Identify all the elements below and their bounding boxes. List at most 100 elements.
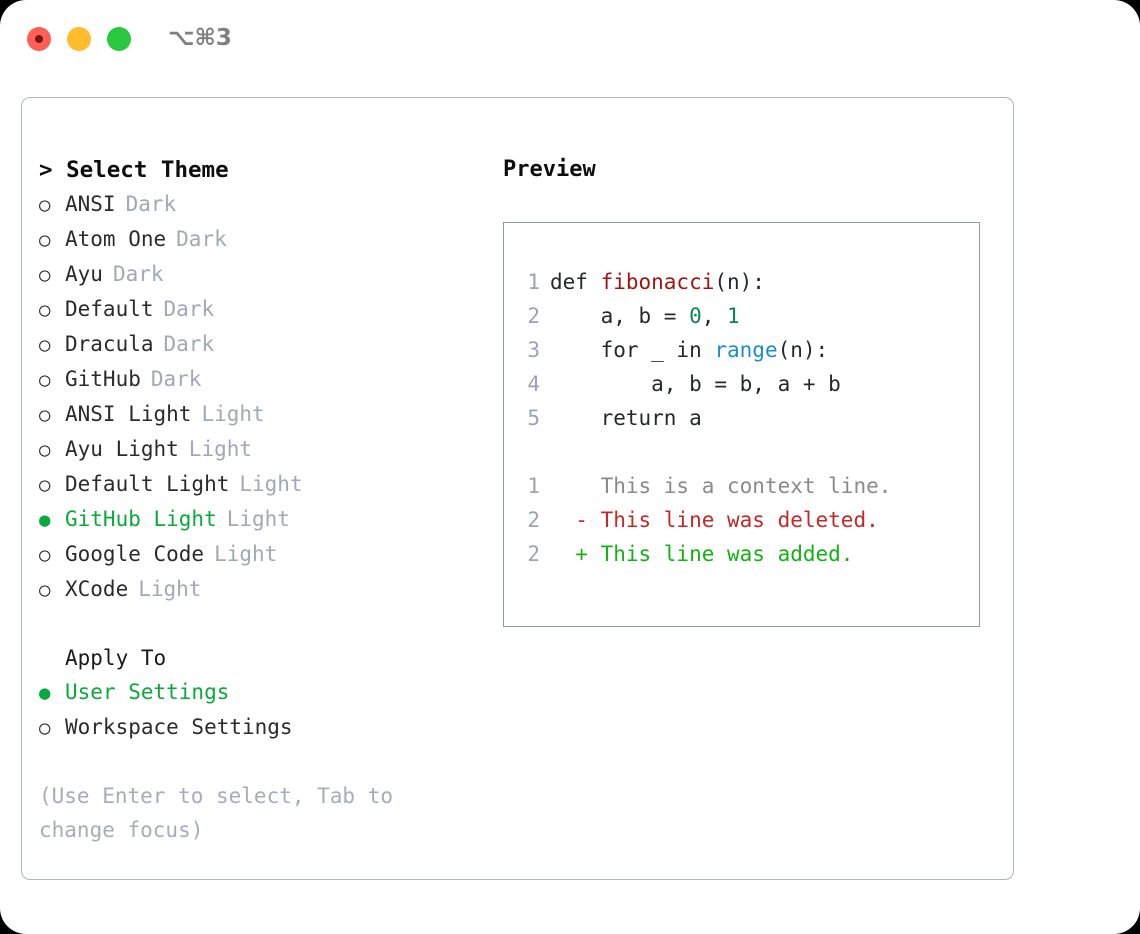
theme-variant-tag: Dark <box>163 332 215 356</box>
apply-to-list[interactable]: ● User Settings ○Workspace Settings <box>39 675 479 745</box>
theme-option-default-light[interactable]: ○ Default Light Light <box>39 467 479 502</box>
code-spacer <box>504 435 979 469</box>
radio-unselected-icon: ○ <box>39 439 51 461</box>
maximize-window-button[interactable] <box>107 27 131 51</box>
line-number: 3 <box>527 338 540 362</box>
theme-variant-tag: Light <box>188 437 253 461</box>
radio-selected-icon: ● <box>39 509 51 531</box>
line-number: 5 <box>527 406 540 430</box>
code-token-fn: fibonacci <box>600 270 715 294</box>
radio-unselected-icon: ○ <box>39 194 51 216</box>
radio-unselected-icon: ○ <box>39 334 51 356</box>
code-content: for _ in range(n): <box>550 333 829 367</box>
theme-variant-tag: Dark <box>176 227 227 251</box>
code-token-num: 0 <box>689 304 702 328</box>
code-content: return a <box>550 401 702 435</box>
theme-variant-tag: Light <box>201 402 265 426</box>
line-number: 2 <box>527 542 540 566</box>
code-content: def fibonacci(n): <box>550 265 765 299</box>
code-token-plain: def <box>550 270 601 294</box>
radio-unselected-icon: ○ <box>39 404 51 426</box>
radio-unselected-icon: ○ <box>39 264 51 286</box>
diff-line-add: 2 + This line was added. <box>504 537 979 571</box>
radio-unselected-icon: ○ <box>39 229 51 251</box>
theme-variant-tag: Light <box>239 472 303 496</box>
diff-line-del: 2 - This line was deleted. <box>504 503 979 537</box>
code-line: 4 a, b = b, a + b <box>504 367 979 401</box>
code-token-plain: return a <box>550 406 702 430</box>
theme-variant-tag: Light <box>214 542 278 566</box>
diff-text: This line was deleted. <box>600 508 879 532</box>
code-content: a, b = b, a + b <box>550 367 841 401</box>
theme-option-label: GitHub Light <box>65 507 217 531</box>
diff-marker: + <box>550 542 601 566</box>
theme-option-label: Ayu Light <box>65 437 179 461</box>
code-token-num: 1 <box>727 304 740 328</box>
line-number: 1 <box>527 474 540 498</box>
diff-line-ctx: 1 This is a context line. <box>504 469 979 503</box>
radio-unselected-icon: ○ <box>39 579 51 601</box>
radio-selected-icon: ● <box>39 682 51 704</box>
theme-option-ansi-light[interactable]: ○ ANSI Light Light <box>39 397 479 432</box>
code-token-plain: for _ in <box>550 338 715 362</box>
theme-option-github-light[interactable]: ● GitHub Light Light <box>39 502 479 537</box>
radio-unselected-icon: ○ <box>39 369 51 391</box>
diff-text: This line was added. <box>600 542 854 566</box>
apply-to-option-label: User Settings <box>65 680 230 704</box>
apply-to-option-workspace-settings[interactable]: ○Workspace Settings <box>39 710 479 745</box>
line-number: 1 <box>527 270 540 294</box>
theme-option-label: Default <box>65 297 154 321</box>
theme-option-label: ANSI <box>65 192 116 216</box>
theme-variant-tag: Dark <box>163 297 215 321</box>
code-line: 3 for _ in range(n): <box>504 333 979 367</box>
preview-title: Preview <box>503 157 596 182</box>
keyboard-hint-text: (Use Enter to select, Tab to change focu… <box>39 784 394 842</box>
theme-variant-tag: Dark <box>112 262 164 286</box>
theme-option-label: ANSI Light <box>65 402 192 426</box>
radio-unselected-icon: ○ <box>39 717 51 739</box>
radio-unselected-icon: ○ <box>39 544 51 566</box>
theme-option-dracula[interactable]: ○ Dracula Dark <box>39 327 479 362</box>
theme-variant-tag: Dark <box>150 367 202 391</box>
theme-option-label: Dracula <box>65 332 154 356</box>
title-bar: ⌥⌘3 <box>0 0 1140 78</box>
theme-option-ayu[interactable]: ○ Ayu Dark <box>39 257 479 292</box>
theme-option-atom-one[interactable]: ○ Atom One Dark <box>39 222 479 257</box>
code-token-plain: , <box>701 304 728 328</box>
code-line: 1 def fibonacci(n): <box>504 265 979 299</box>
code-token-plain: a, b = b, a + b <box>550 372 841 396</box>
code-line: 2 a, b = 0, 1 <box>504 299 979 333</box>
minimize-window-button[interactable] <box>67 27 91 51</box>
radio-unselected-icon: ○ <box>39 299 51 321</box>
radio-unselected-icon: ○ <box>39 474 51 496</box>
theme-option-label: Atom One <box>65 227 167 251</box>
theme-variant-tag: Light <box>226 507 290 531</box>
line-number: 2 <box>527 304 540 328</box>
diff-text: This is a context line. <box>600 474 892 498</box>
theme-option-label: Ayu <box>65 262 103 286</box>
theme-option-ayu-light[interactable]: ○ Ayu Light Light <box>39 432 479 467</box>
theme-variant-tag: Light <box>138 577 202 601</box>
theme-list-header: > Select Theme <box>39 157 229 183</box>
apply-to-header: Apply To <box>65 646 167 670</box>
theme-option-label: XCode <box>65 577 129 601</box>
keyboard-shortcut-label: ⌥⌘3 <box>168 25 232 51</box>
line-number: 4 <box>527 372 540 396</box>
theme-option-default[interactable]: ○ Default Dark <box>39 292 479 327</box>
theme-option-label: Default Light <box>65 472 230 496</box>
apply-to-option-user-settings[interactable]: ● User Settings <box>39 675 479 710</box>
theme-option-xcode[interactable]: ○ XCode Light <box>39 572 479 607</box>
code-token-call: range <box>714 338 778 362</box>
code-token-plain: (n): <box>777 338 829 362</box>
code-token-plain: a, b = <box>550 304 690 328</box>
